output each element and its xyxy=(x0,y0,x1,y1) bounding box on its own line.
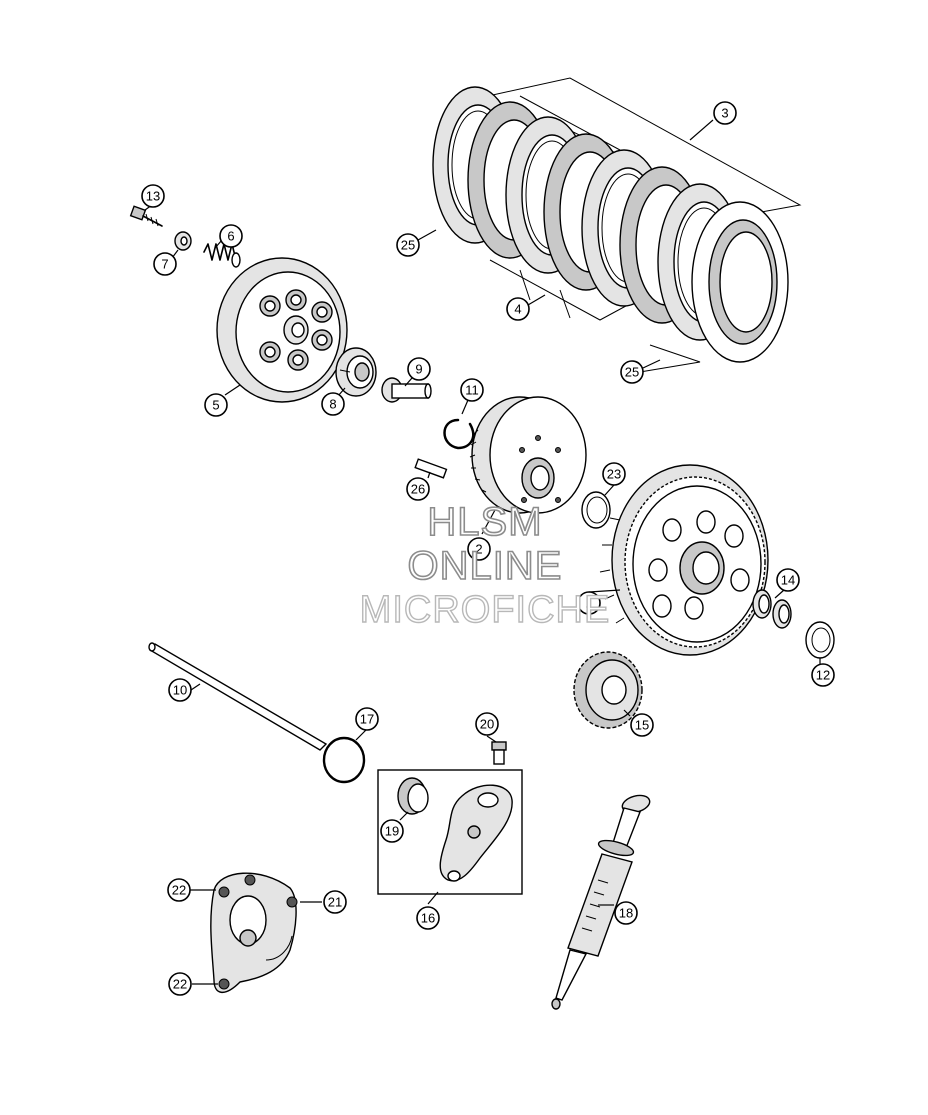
spring-6 xyxy=(203,243,241,268)
circlip-11 xyxy=(443,418,475,450)
callout-25-bottom: 25 xyxy=(620,360,644,384)
callout-8: 8 xyxy=(321,392,345,416)
bearing-8 xyxy=(335,347,377,397)
pin-26 xyxy=(414,458,448,479)
callout-21: 21 xyxy=(323,890,347,914)
svg-text:26: 26 xyxy=(411,482,425,497)
callout-25-top: 25 xyxy=(396,233,420,257)
callout-23: 23 xyxy=(602,462,626,486)
callout-18: 18 xyxy=(614,901,638,925)
callout-22-bottom: 22 xyxy=(168,972,192,996)
svg-text:22: 22 xyxy=(172,883,186,898)
gear-15 xyxy=(573,651,643,729)
callout-9: 9 xyxy=(407,357,431,381)
bolt-13 xyxy=(129,205,163,227)
svg-text:10: 10 xyxy=(173,683,187,698)
grease-tube-18 xyxy=(551,794,651,1010)
svg-text:22: 22 xyxy=(173,977,187,992)
o-ring-17 xyxy=(322,736,366,784)
callout-11: 11 xyxy=(460,378,484,402)
callout-4: 4 xyxy=(506,297,530,321)
callout-17: 17 xyxy=(355,707,379,731)
washer-12 xyxy=(805,621,835,659)
callout-20: 20 xyxy=(475,712,499,736)
callout-19: 19 xyxy=(380,819,404,843)
clutch-plate-stack xyxy=(432,77,802,373)
svg-text:9: 9 xyxy=(415,362,422,377)
pressure-plate-5 xyxy=(216,257,348,403)
svg-text:13: 13 xyxy=(146,189,160,204)
needle-bearing-14 xyxy=(752,589,792,629)
svg-text:15: 15 xyxy=(635,718,649,733)
svg-text:23: 23 xyxy=(607,467,621,482)
cover-21-22 xyxy=(210,872,298,993)
callout-1: 1 xyxy=(577,591,601,615)
bolt-20 xyxy=(491,741,507,765)
svg-text:4: 4 xyxy=(514,302,521,317)
seal-19 xyxy=(397,777,429,815)
callout-6: 6 xyxy=(219,224,243,248)
push-rod-10 xyxy=(148,642,328,751)
washer-23 xyxy=(581,491,611,529)
inner-clutch-hub-2 xyxy=(469,396,587,514)
svg-text:18: 18 xyxy=(619,906,633,921)
svg-text:3: 3 xyxy=(721,106,728,121)
svg-text:19: 19 xyxy=(385,824,399,839)
svg-text:17: 17 xyxy=(360,712,374,727)
pressure-piece-9 xyxy=(381,377,432,403)
release-lever xyxy=(439,784,513,882)
front-steel-plate xyxy=(691,201,789,363)
svg-text:12: 12 xyxy=(816,668,830,683)
callout-15: 15 xyxy=(630,713,654,737)
washer-7 xyxy=(174,231,192,251)
callout-26: 26 xyxy=(406,477,430,501)
svg-text:8: 8 xyxy=(329,397,336,412)
svg-text:11: 11 xyxy=(465,383,479,398)
svg-text:14: 14 xyxy=(781,573,795,588)
svg-text:7: 7 xyxy=(161,257,168,272)
callout-22-top: 22 xyxy=(167,878,191,902)
callout-16: 16 xyxy=(416,906,440,930)
group-box-16 xyxy=(377,769,523,895)
callout-13: 13 xyxy=(141,184,165,208)
svg-text:1: 1 xyxy=(585,596,592,611)
svg-text:25: 25 xyxy=(401,238,415,253)
svg-text:5: 5 xyxy=(212,398,219,413)
callout-5: 5 xyxy=(204,393,228,417)
leader-lines xyxy=(144,119,821,985)
svg-text:20: 20 xyxy=(480,717,494,732)
callout-2: 2 xyxy=(467,537,491,561)
callout-12: 12 xyxy=(811,663,835,687)
svg-text:25: 25 xyxy=(625,365,639,380)
primary-gear-1 xyxy=(599,464,769,656)
svg-text:21: 21 xyxy=(328,895,342,910)
svg-text:16: 16 xyxy=(421,911,435,926)
callout-7: 7 xyxy=(153,252,177,276)
svg-text:2: 2 xyxy=(475,542,482,557)
callout-10: 10 xyxy=(168,678,192,702)
callout-3: 3 xyxy=(713,101,737,125)
callout-14: 14 xyxy=(776,568,800,592)
svg-text:6: 6 xyxy=(227,229,234,244)
